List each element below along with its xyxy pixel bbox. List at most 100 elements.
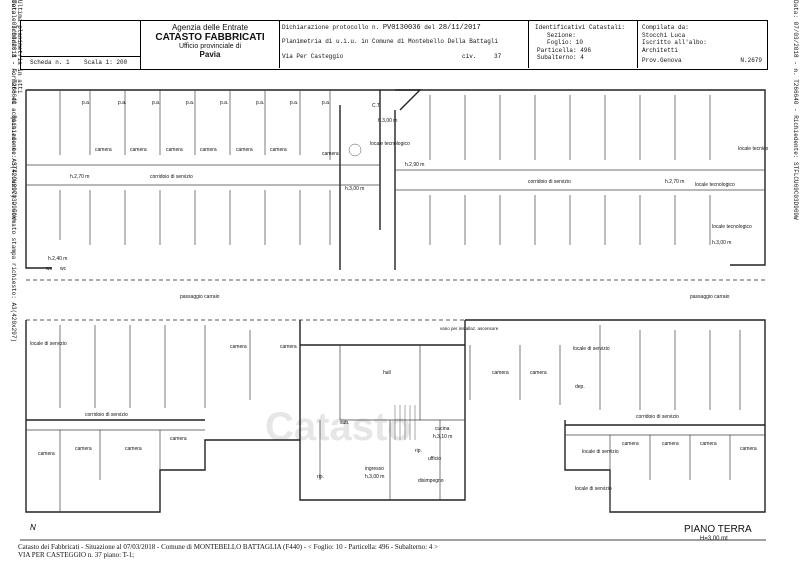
label-camera: camera [492, 370, 509, 376]
compiler-name: Stocchi Luca [642, 31, 686, 39]
label-h270: h.2,70 m [70, 174, 89, 180]
label-h300: h.3,00 m [365, 474, 384, 480]
label-locale-di-servizio: locale di servizio [573, 346, 610, 352]
ids-box: Identificativi Catastali: Sezione: Fogli… [528, 20, 638, 68]
label-pa: p.a. [186, 100, 194, 106]
label-camera: camera [230, 344, 247, 350]
label-disimpegno: disimpegno [418, 478, 444, 484]
ids-subalterno: Subalterno: 4 [537, 54, 584, 61]
label-h310: h.3,10 m [433, 434, 452, 440]
plan-label: Planimetria di u.i.u. in Comune di [282, 38, 405, 45]
protocol-del: del [424, 24, 436, 31]
label-corridoio: corridoio di servizio [85, 412, 128, 418]
agency-city: Pavia [199, 50, 221, 59]
label-cucina: cucina [435, 426, 450, 432]
label-camera: camera [38, 451, 55, 457]
footer-line-2: VIA PER CASTEGGIO n. 37 piano: T-1; [18, 551, 135, 559]
protocol-num: PV0130036 [382, 24, 421, 32]
label-ct: C.T. [372, 103, 381, 109]
compiler-box: Compilata da: Stocchi Luca Iscritto all'… [642, 24, 766, 66]
civ: 37 [494, 53, 502, 60]
footer-line-1: Catasto dei Fabbricati - Situazione al 0… [18, 543, 439, 551]
label-h300: h.3,00 m [712, 240, 731, 246]
floor-height: H=3,00 mt [700, 536, 728, 542]
label-locale-di-servizio: locale di servizio [30, 341, 67, 347]
label-pa: p.a. [82, 100, 90, 106]
agency-office: Ufficio provinciale di [178, 43, 242, 50]
label-camera: camera [322, 151, 339, 157]
label-camera: camera [200, 147, 217, 153]
label-rip: rip. [317, 474, 324, 480]
stairs [348, 143, 416, 440]
label-passaggio: passaggio carraio [690, 294, 730, 300]
civ-label: civ. [462, 53, 477, 60]
label-passaggio: passaggio carraio [180, 294, 220, 300]
label-camera: camera [130, 147, 147, 153]
compiler-label: Compilata da: [642, 24, 689, 31]
header-block [20, 20, 768, 70]
label-pa: p.a. [152, 100, 160, 106]
label-pa: p.a. [118, 100, 126, 106]
label-pa: p.a. [290, 100, 298, 106]
floor-title: PIANO TERRA [684, 524, 752, 535]
label-pa: p.a. [322, 100, 330, 106]
label-hall: hall [383, 370, 391, 376]
label-camera: camera [530, 370, 547, 376]
wall-south-center [299, 320, 466, 501]
label-camera: camera [236, 147, 253, 153]
wall-south-left [25, 320, 300, 513]
ids-foglio: Foglio: 10 [547, 39, 584, 46]
label-ingresso: ingresso [365, 466, 384, 472]
label-pa: p.a. [256, 100, 264, 106]
protocol-box: Dichiarazione protocollo n. PV0130036 de… [282, 24, 522, 66]
agency-box: Agenzia delle Entrate CATASTO FABBRICATI… [140, 20, 280, 68]
north-arrow: N [30, 523, 36, 532]
label-h300: h.3,00 m [345, 186, 364, 192]
agency-name: Agenzia delle Entrate [171, 23, 249, 32]
comune: Montebello Della Battagli [408, 38, 499, 45]
scala-value: 200 [116, 59, 128, 66]
label-camera: camera [700, 441, 717, 447]
label-locale-tecnico: locale tecnico [738, 146, 769, 152]
label-locale-tecnologico: locale tecnologico [695, 182, 735, 188]
watermark: Catasto [265, 405, 412, 449]
label-ufficio: ufficio [428, 456, 441, 462]
ids-title: Identificativi Catastali: [535, 24, 626, 31]
label-locale-di-servizio: locale di servizio [575, 486, 612, 492]
scheda-label: Scheda n. [30, 59, 63, 66]
label-corridoio: corridoio di servizio [636, 414, 679, 420]
label-h270: h.2,70 m [665, 179, 684, 185]
label-camera: camera [170, 436, 187, 442]
label-corridoio: corridoio di servizio [150, 174, 193, 180]
label-dep: dep. [575, 384, 585, 390]
protocol-date: 28/11/2017 [438, 24, 481, 32]
label-camera: camera [622, 441, 639, 447]
label-camera: camera [75, 446, 92, 452]
scala-label: Scala 1: [84, 59, 113, 66]
footer: Catasto dei Fabbricati - Situazione al 0… [18, 543, 778, 559]
label-h290: h.2,90 m [405, 162, 424, 168]
label-h300: h.3,00 m [378, 118, 397, 124]
label-wc: wc [60, 266, 67, 272]
svg-text:N: N [30, 523, 36, 532]
wall-passage [26, 279, 765, 321]
compiler-albo: Architetti [642, 46, 679, 54]
label-rip: rip. [415, 448, 422, 454]
label-camera: camera [125, 446, 142, 452]
label-locale-tecnologico: locale tecnologico [370, 141, 410, 147]
wall-south-right [465, 319, 766, 513]
label-locale-tecnologico: locale tecnologico [712, 224, 752, 230]
compiler-iscritto: Iscritto all'albo: [642, 39, 707, 46]
label-wc: wc [46, 266, 53, 272]
agency-title: CATASTO FABBRICATI [155, 32, 265, 43]
label-camera: camera [740, 446, 757, 452]
label-sub: sub. [340, 420, 349, 426]
label-vano: vano per installaz. ascensore [440, 326, 499, 331]
ids-particella: Particella: 496 [537, 46, 592, 54]
label-locale-di-servizio: locale di servizio [582, 449, 619, 455]
label-camera: camera [280, 344, 297, 350]
label-camera: camera [95, 147, 112, 153]
label-pa: p.a. [220, 100, 228, 106]
label-corridoio: corridoio di servizio [528, 179, 571, 185]
